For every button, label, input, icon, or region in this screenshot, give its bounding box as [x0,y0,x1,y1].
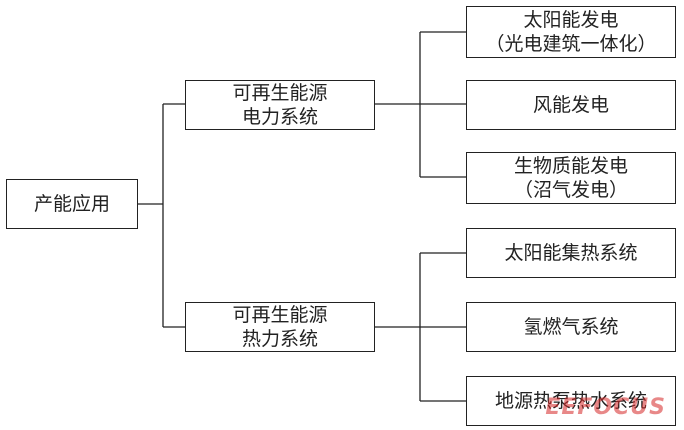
leaf-label-line1: 太阳能发电 [523,9,619,31]
branch-label-line1: 可再生能源 [232,304,328,326]
leaf-label-line1: 生物质能发电 [513,155,628,177]
branch-node-heat: 可再生能源 热力系统 [185,302,375,352]
leaf-label-line1: 地源热泵热水系统 [494,390,647,412]
leaf-label-line1: 氢燃气系统 [523,316,619,338]
leaf-node-wind-power: 风能发电 [466,80,676,130]
branch-label-line2: 热力系统 [241,328,318,350]
watermark-text: EEFOCUS [545,394,666,420]
root-node: 产能应用 [6,179,138,229]
leaf-node-biomass-power: 生物质能发电 （沼气发电） [466,152,676,204]
leaf-label-line2: （沼气发电） [513,179,628,201]
leaf-node-solar-power: 太阳能发电 （光电建筑一体化） [466,6,676,58]
leaf-node-ground-source-heat-pump: 地源热泵热水系统 [466,376,676,426]
branch-node-power: 可再生能源 电力系统 [185,80,375,130]
branch-label-line1: 可再生能源 [232,82,328,104]
leaf-node-solar-thermal: 太阳能集热系统 [466,228,676,278]
leaf-label-line2: （光电建筑一体化） [485,33,657,55]
leaf-node-hydrogen-gas: 氢燃气系统 [466,302,676,352]
leaf-label-line1: 太阳能集热系统 [504,242,638,264]
leaf-label-line1: 风能发电 [532,94,609,116]
watermark-logo: EEFOCUS [545,392,666,422]
root-label: 产能应用 [33,193,110,215]
branch-label-line2: 电力系统 [241,106,318,128]
